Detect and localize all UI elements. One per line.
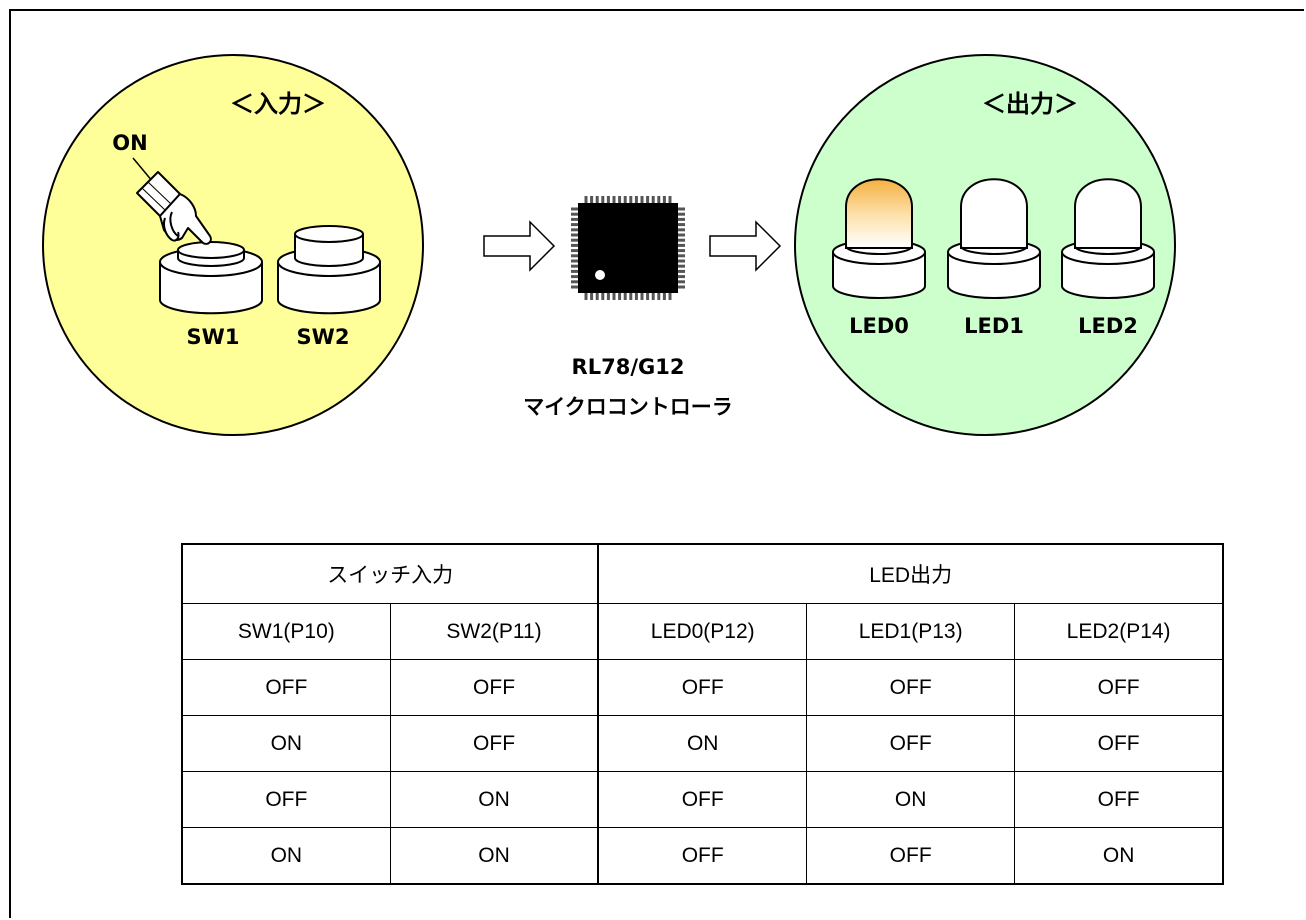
sw1-button (159, 241, 263, 315)
sw1-label: SW1 (187, 325, 240, 349)
io-diagram: ＜入力＞ ON SW1 SW2 RL (42, 54, 1176, 436)
input-title: ＜入力＞ (230, 90, 326, 118)
led0-label: LED0 (849, 314, 909, 338)
table-cell: OFF (597, 659, 808, 716)
led2-label: LED2 (1078, 314, 1138, 338)
group-header-led-output: LED出力 (597, 543, 1224, 604)
mcu-chip-icon (571, 196, 685, 300)
led0-icon (832, 178, 926, 299)
group-header-switch-input: スイッチ入力 (181, 543, 599, 604)
table-cell: OFF (806, 659, 1016, 716)
table-cell: ON (389, 827, 599, 885)
table-cell: ON (806, 771, 1016, 828)
table-cell: OFF (1014, 715, 1224, 772)
table-cell: OFF (597, 771, 808, 828)
column-header: LED0(P12) (597, 603, 808, 660)
led2-icon (1061, 178, 1155, 299)
table-group-header-row: スイッチ入力 LED出力 (181, 543, 1224, 604)
column-header: SW1(P10) (181, 603, 391, 660)
led1-icon (947, 178, 1041, 299)
output-title: ＜出力＞ (982, 90, 1078, 118)
column-header: LED1(P13) (806, 603, 1016, 660)
io-truth-table: スイッチ入力 LED出力 SW1(P10) SW2(P11) LED0(P12)… (181, 543, 1224, 885)
column-header: LED2(P14) (1014, 603, 1224, 660)
arrow-mcu-to-output (709, 220, 782, 272)
table-row: ON OFF ON OFF OFF (181, 715, 1224, 772)
table-cell: ON (181, 715, 391, 772)
input-group: ＜入力＞ ON SW1 SW2 (42, 54, 424, 436)
table-row: ON ON OFF OFF ON (181, 827, 1224, 885)
table-cell: ON (181, 827, 391, 885)
sw2-label: SW2 (297, 325, 350, 349)
table-cell: OFF (181, 771, 391, 828)
table-cell: ON (597, 715, 808, 772)
press-on-label: ON (112, 131, 147, 155)
table-column-header-row: SW1(P10) SW2(P11) LED0(P12) LED1(P13) LE… (181, 603, 1224, 660)
table-cell: OFF (1014, 771, 1224, 828)
table-cell: OFF (181, 659, 391, 716)
arrow-input-to-mcu (483, 220, 556, 272)
table-cell: OFF (389, 715, 599, 772)
table-cell: ON (389, 771, 599, 828)
table-cell: ON (1014, 827, 1224, 885)
led1-label: LED1 (964, 314, 1024, 338)
table-cell: OFF (806, 827, 1016, 885)
table-cell: OFF (806, 715, 1016, 772)
table-cell: OFF (597, 827, 808, 885)
table-cell: OFF (1014, 659, 1224, 716)
table-row: OFF ON OFF ON OFF (181, 771, 1224, 828)
mcu-name: RL78/G12 (572, 355, 685, 379)
sw2-button (277, 225, 381, 315)
hand-icon (136, 171, 212, 245)
column-header: SW2(P11) (389, 603, 599, 660)
mcu-caption: マイクロコントローラ (523, 395, 733, 419)
figure-frame (9, 9, 1304, 918)
table-row: OFF OFF OFF OFF OFF (181, 659, 1224, 716)
output-group: ＜出力＞ LED0 LED1 LED2 (794, 54, 1176, 436)
table-cell: OFF (389, 659, 599, 716)
